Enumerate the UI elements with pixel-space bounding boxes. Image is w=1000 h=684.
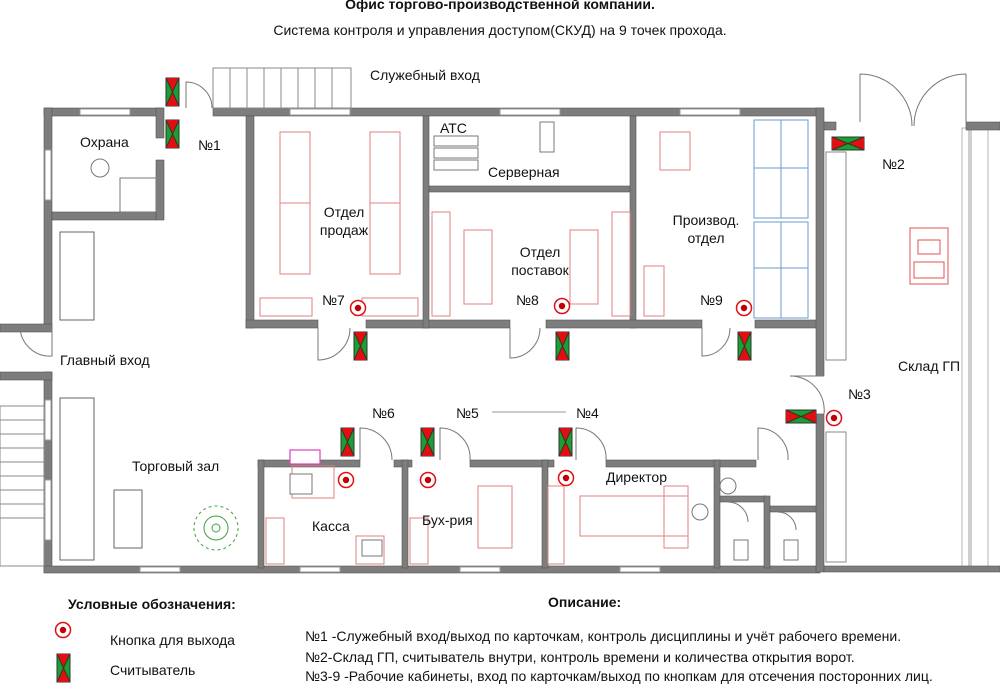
description-line-1: №1 -Служебный вход/выход по карточкам, к… [305,628,902,644]
reader-icon [558,427,573,457]
sofas [59,231,143,561]
description-title: Описание: [548,594,622,610]
label-server: Серверная [488,164,560,180]
exit-buttons [54,297,843,639]
exit-button-icon [349,299,367,317]
description-line-3: №3-9 -Рабочие кабинеты, вход по карточка… [305,668,933,684]
label-service-entrance: Служебный вход [370,67,480,83]
label-production-line1: Производ. [672,212,740,228]
windows [44,108,741,573]
label-point-8: №8 [516,292,539,308]
furniture [259,131,691,565]
label-supply-line2: поставок [511,262,569,278]
exit-button-icon [419,471,437,489]
diagram-subtitle: Система контроля и управления доступом(С… [273,22,727,38]
legend-title: Условные обозначения: [68,596,236,612]
reader-icon [785,409,817,424]
reader-icon [165,119,180,149]
reader-icon [831,136,865,151]
label-point-1: №1 [198,137,221,153]
plant [193,505,239,551]
reader-icon [737,331,752,361]
reader-icon [555,331,570,361]
reader-icon [165,77,180,107]
legend-exit-button-label: Кнопка для выхода [110,632,235,648]
label-point-3: №3 [848,386,871,402]
label-warehouse: Склад ГП [898,358,961,374]
label-point-2: №2 [882,156,905,172]
label-point-5: №5 [456,405,479,421]
reader-icon [340,427,355,457]
legend-reader-icon [56,653,71,683]
label-point-4: №4 [576,405,599,421]
warehouse-shelves [825,151,847,563]
stairs [0,67,352,567]
label-point-6: №6 [372,405,395,421]
exit-button-icon [337,471,355,489]
label-production-line2: отдел [687,230,725,246]
label-point-9: №9 [700,292,723,308]
till-box [289,449,321,465]
production-racks [753,119,809,319]
doors [19,73,967,531]
exit-button-icon [557,469,575,487]
legend-reader-label: Считыватель [110,662,196,678]
equipment [90,121,799,561]
exit-button-icon [553,297,571,315]
label-supply-line1: Отдел [519,244,561,260]
diagram-title: Офис торгово-производственной компании. [345,0,655,12]
label-sales-line2: продаж [319,222,369,238]
label-trade-hall: Торговый зал [132,458,220,474]
label-cashier: Касса [312,518,350,534]
legend-exit-button-icon [54,621,72,639]
description-line-2: №2-Склад ГП, считыватель внутри, контрол… [305,649,855,665]
label-director: Директор [606,469,667,485]
reader-icon [353,331,368,361]
card-readers [56,77,865,683]
reader-icon [420,427,435,457]
exit-button-icon [825,409,843,427]
label-sales-line1: Отдел [323,204,365,220]
label-main-entrance: Главный вход [60,352,150,368]
label-accounting: Бух-рия [422,512,473,528]
label-security: Охрана [80,134,129,150]
label-ats: АТС [440,120,467,136]
label-point-7: №7 [322,292,345,308]
exit-button-icon [735,299,753,317]
forklift-icon [909,227,949,285]
